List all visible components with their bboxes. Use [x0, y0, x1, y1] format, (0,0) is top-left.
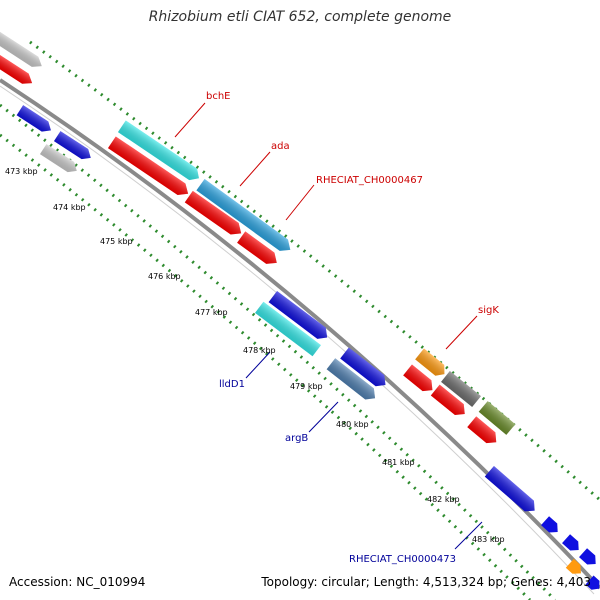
kbp-label-475: 475 kbp [100, 237, 133, 246]
gene-argB[interactable] [326, 358, 380, 404]
gene-red-top-left[interactable] [0, 48, 35, 88]
gene-label-RHECIAT_CH0000473: RHECIAT_CH0000473 [349, 554, 456, 565]
gene-ada[interactable] [196, 179, 294, 256]
gene-blue-small-2[interactable] [562, 534, 583, 554]
gene-red-bchE-lower[interactable] [107, 136, 192, 199]
kbp-label-483: 483 kbp [472, 535, 505, 544]
gene-blue-left-1[interactable] [16, 105, 55, 135]
gene-label-bchE: bchE [206, 91, 231, 102]
gene-orange-small[interactable] [565, 558, 585, 578]
leader-bchE [174, 102, 206, 138]
kbp-label-482: 482 kbp [427, 495, 460, 504]
gene-red-sigK-lower-2[interactable] [430, 384, 469, 420]
gc-track-outer [29, 40, 600, 502]
gene-blue-small-3[interactable] [579, 548, 600, 568]
leader-RHECIAT_CH0000473 [454, 521, 483, 550]
leader-argB [308, 401, 339, 433]
kbp-label-476: 476 kbp [148, 272, 181, 281]
gene-label-lldD1: lldD1 [219, 379, 245, 390]
gene-lldD1[interactable] [255, 301, 321, 357]
kbp-label-480: 480 kbp [336, 420, 369, 429]
gene-gray-top-left[interactable] [0, 30, 45, 72]
gene-blue-small-1[interactable] [541, 516, 562, 536]
gene-blue-small-4[interactable] [585, 575, 600, 594]
gene-bchE[interactable] [117, 120, 203, 184]
gene-gray-left[interactable] [39, 144, 80, 176]
gene-blue-mid[interactable] [268, 290, 332, 343]
gene-red-sigK-lower-1[interactable] [403, 364, 437, 395]
gene-red-ada-lower[interactable] [184, 190, 245, 239]
gene-label-argB: argB [285, 433, 308, 444]
gene-red-sigK-lower-3[interactable] [467, 416, 501, 447]
gc-track-inner [0, 103, 557, 600]
gene-label-ada: ada [271, 141, 290, 152]
gene-label-RHECIAT_CH0000467: RHECIAT_CH0000467 [316, 175, 423, 186]
kbp-label-473: 473 kbp [5, 167, 38, 176]
gene-sigK[interactable] [415, 348, 449, 379]
gene-label-sigK: sigK [478, 305, 499, 316]
kbp-label-478: 478 kbp [243, 346, 276, 355]
genome-title: Rhizobium etli CIAT 652, complete genome [148, 9, 452, 25]
topology-label: Topology: circular; Length: 4,513,324 bp… [261, 575, 591, 589]
leader-ada [239, 151, 271, 187]
gene-RHECIAT_CH0000473[interactable] [484, 466, 539, 516]
leader-sigK [445, 315, 478, 350]
accession-label: Accession: NC_010994 [9, 575, 146, 589]
gene-darkgray-sigK-right[interactable] [441, 370, 481, 408]
leader-lldD1 [245, 351, 271, 379]
kbp-label-477: 477 kbp [195, 308, 228, 317]
kbp-label-481: 481 kbp [382, 458, 415, 467]
kbp-label-474: 474 kbp [53, 203, 86, 212]
leader-RHECIAT_CH0000467 [285, 184, 315, 221]
kbp-tick-track [0, 133, 532, 600]
gene-olive[interactable] [478, 401, 516, 435]
gene-red-RHECIAT_CH0000467[interactable] [237, 231, 281, 268]
gene-blue-left-2[interactable] [53, 131, 94, 163]
gene-blue-argB-upper[interactable] [340, 347, 390, 390]
kbp-label-479: 479 kbp [290, 382, 323, 391]
